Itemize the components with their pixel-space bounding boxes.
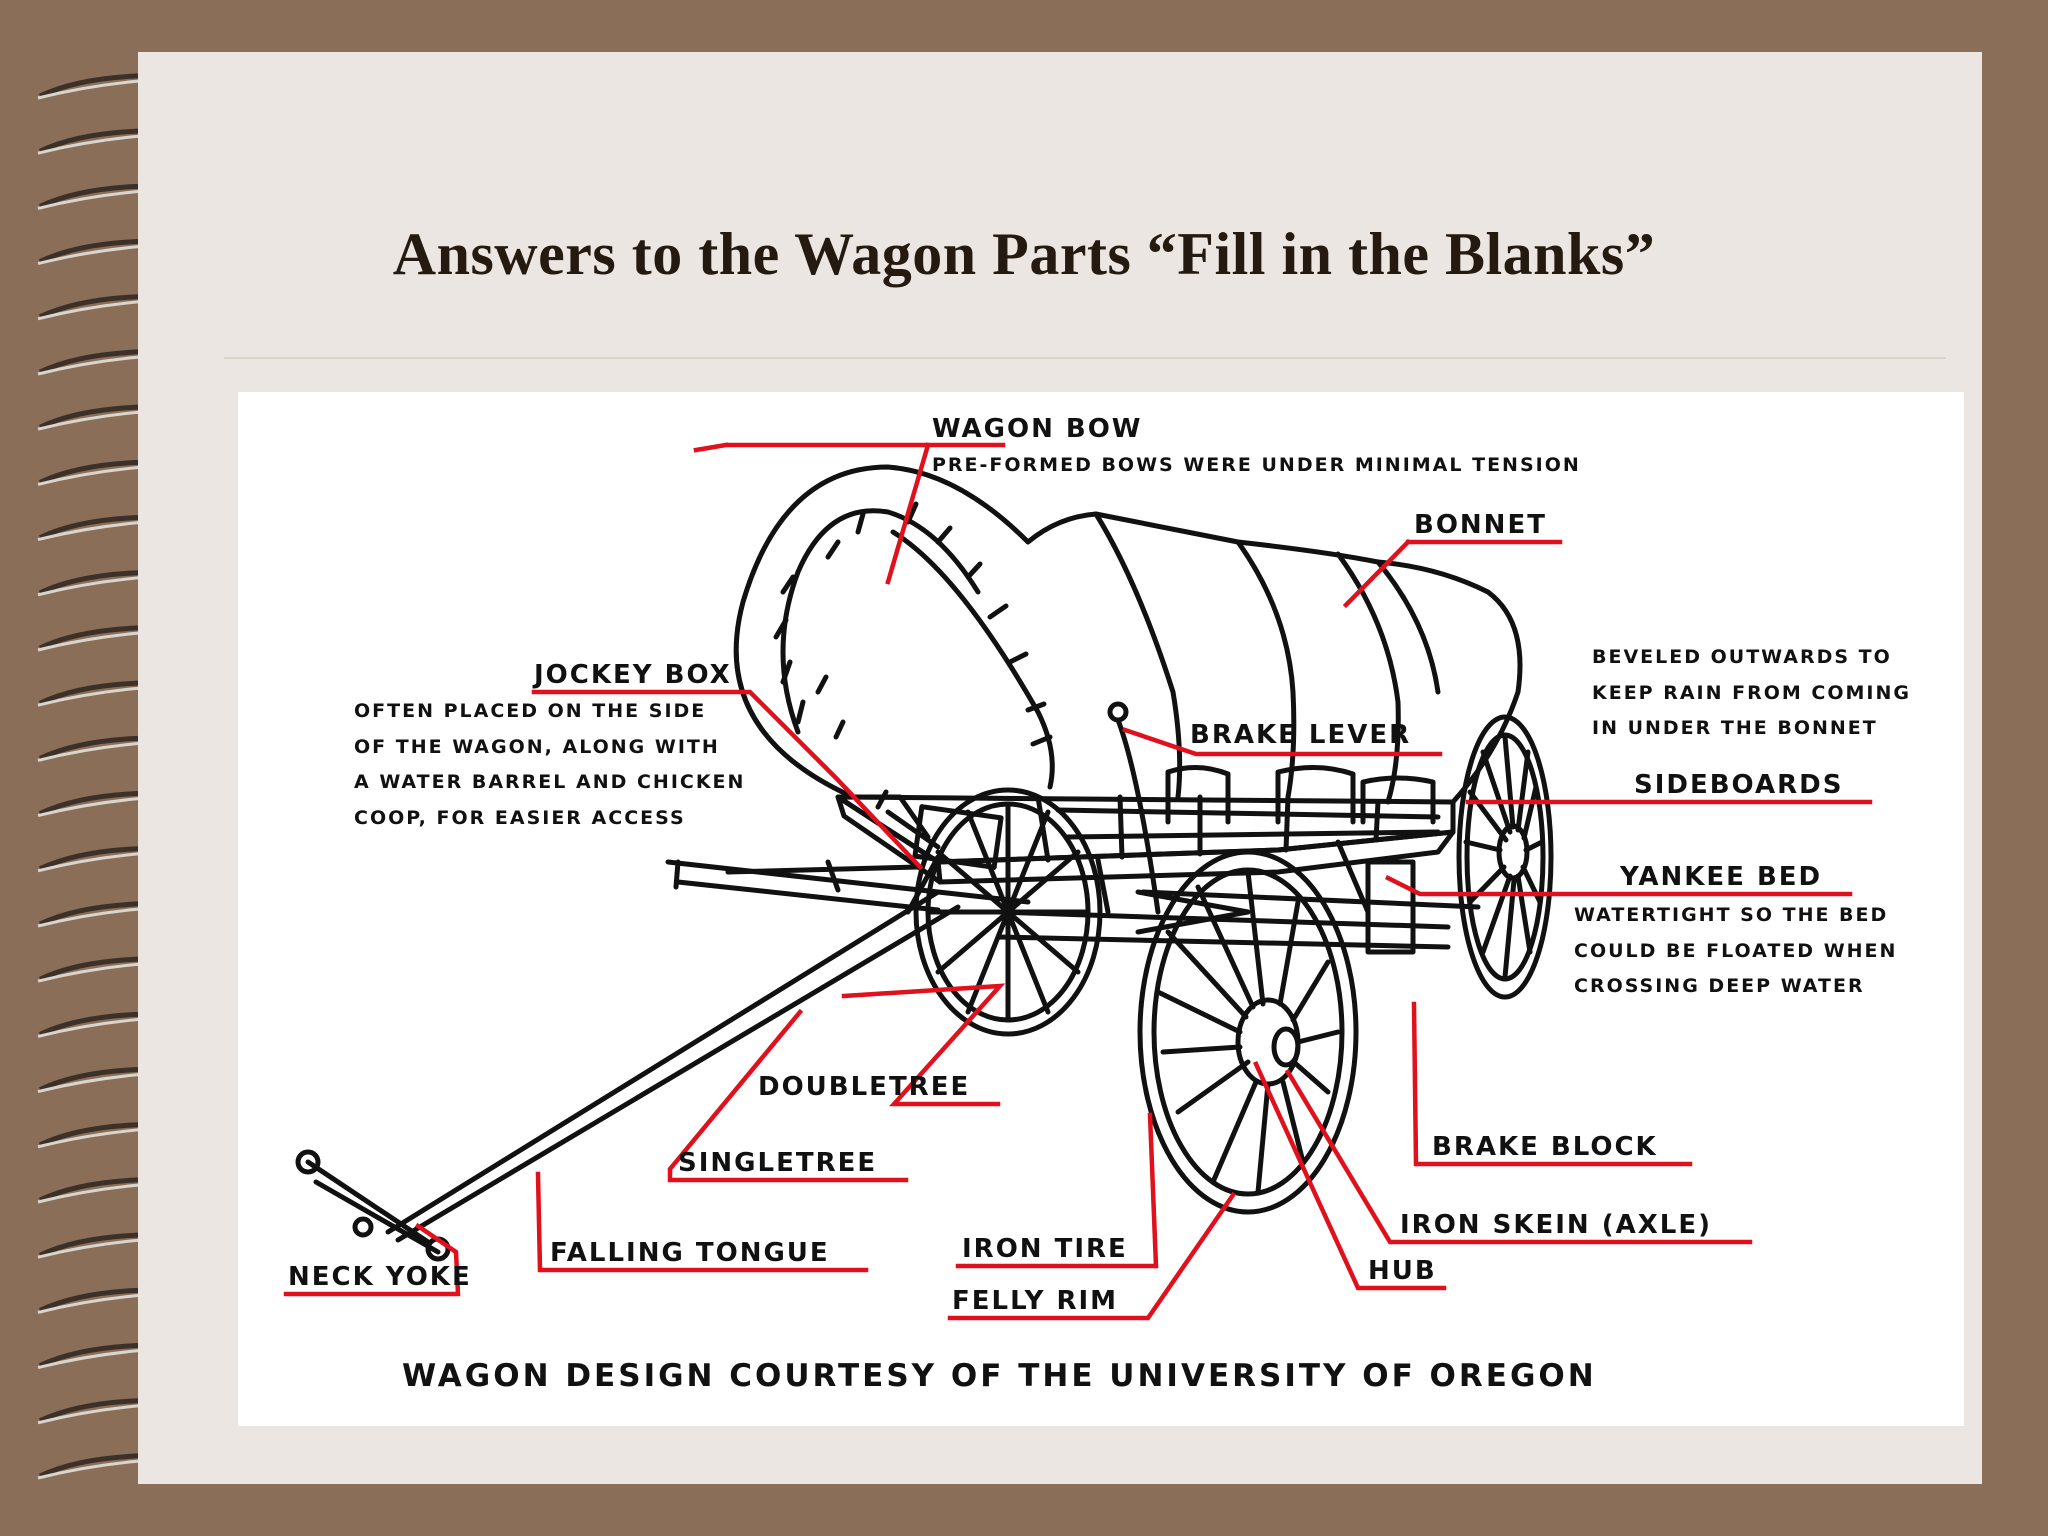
- note-sideboards-line-1: BEVELED OUTWARDS TO: [1592, 646, 1892, 668]
- wagon-drawing: [283, 442, 1873, 1321]
- note-jockey-box: OFTEN PLACED ON THE SIDE OF THE WAGON, A…: [354, 694, 745, 836]
- label-bonnet: BONNET: [1414, 510, 1547, 540]
- leader-neck-yoke: [283, 1222, 461, 1297]
- label-hub: HUB: [1368, 1256, 1437, 1286]
- running-gear: [295, 839, 1451, 1262]
- label-brake-lever: BRAKE LEVER: [1190, 720, 1412, 750]
- leader-hub: [1253, 1061, 1447, 1291]
- leader-brake-lever: [1122, 727, 1443, 757]
- leader-singletree: [667, 1008, 909, 1183]
- note-jockey-box-line-3: A WATER BARREL AND CHICKEN: [354, 771, 746, 793]
- wagon-bed: [835, 764, 1456, 885]
- leader-wagon-bow: [693, 442, 1006, 585]
- note-yankee-bed-line-1: WATERTIGHT SO THE BED: [1574, 904, 1889, 926]
- label-iron-tire: IRON TIRE: [962, 1234, 1128, 1264]
- label-falling-tongue: FALLING TONGUE: [550, 1238, 830, 1268]
- leader-falling-tongue: [535, 1171, 869, 1273]
- label-neck-yoke: NECK YOKE: [288, 1262, 472, 1292]
- note-yankee-bed: WATERTIGHT SO THE BED COULD BE FLOATED W…: [1574, 898, 1897, 1005]
- label-brake-block: BRAKE BLOCK: [1432, 1132, 1658, 1162]
- note-wagon-bow: PRE-FORMED BOWS WERE UNDER MINIMAL TENSI…: [932, 454, 1581, 476]
- leader-felly-rim: [947, 1191, 1237, 1321]
- leader-brake-block: [1411, 1001, 1693, 1167]
- label-doubletree: DOUBLETREE: [758, 1072, 971, 1102]
- title-divider: [224, 357, 1946, 359]
- bonnet-cover: [733, 464, 1523, 810]
- diagram-credit: WAGON DESIGN COURTESY OF THE UNIVERSITY …: [402, 1358, 1597, 1394]
- wagon-diagram: WAGON BOW PRE-FORMED BOWS WERE UNDER MIN…: [238, 392, 1964, 1426]
- label-sideboards: SIDEBOARDS: [1634, 770, 1844, 800]
- page-title: Answers to the Wagon Parts “Fill in the …: [392, 221, 1656, 288]
- label-jockey-box: JOCKEY BOX: [534, 660, 732, 690]
- note-sideboards-line-2: KEEP RAIN FROM COMING: [1592, 681, 1911, 704]
- label-felly-rim: FELLY RIM: [952, 1286, 1119, 1316]
- leader-yankee-bed: [1384, 874, 1853, 897]
- leader-bonnet: [1342, 538, 1563, 609]
- label-iron-skein: IRON SKEIN (AXLE): [1400, 1210, 1712, 1240]
- note-jockey-box-line-1: OFTEN PLACED ON THE SIDE: [354, 700, 707, 722]
- front-wheel: [1137, 849, 1359, 1215]
- note-jockey-box-line-2: OF THE WAGON, ALONG WITH: [354, 735, 720, 758]
- note-sideboards-line-3: IN UNDER THE BONNET: [1592, 717, 1878, 739]
- leader-doubletree: [841, 983, 1006, 1107]
- leader-iron-tire: [955, 1112, 1159, 1269]
- label-wagon-bow: WAGON BOW: [932, 414, 1143, 444]
- wagon-illustration: [295, 464, 1554, 1262]
- label-yankee-bed: YANKEE BED: [1620, 862, 1823, 892]
- note-yankee-bed-line-3: CROSSING DEEP WATER: [1574, 975, 1865, 997]
- note-jockey-box-line-4: COOP, FOR EASIER ACCESS: [354, 806, 686, 829]
- label-singletree: SINGLETREE: [678, 1148, 878, 1178]
- leader-lines: [283, 442, 1873, 1321]
- note-yankee-bed-line-2: COULD BE FLOATED WHEN: [1574, 939, 1898, 962]
- leader-jockey-box: [531, 689, 924, 871]
- rear-wheel: [1456, 714, 1554, 1000]
- note-sideboards: BEVELED OUTWARDS TO KEEP RAIN FROM COMIN…: [1592, 640, 1911, 747]
- leader-iron-skein: [1284, 1068, 1753, 1245]
